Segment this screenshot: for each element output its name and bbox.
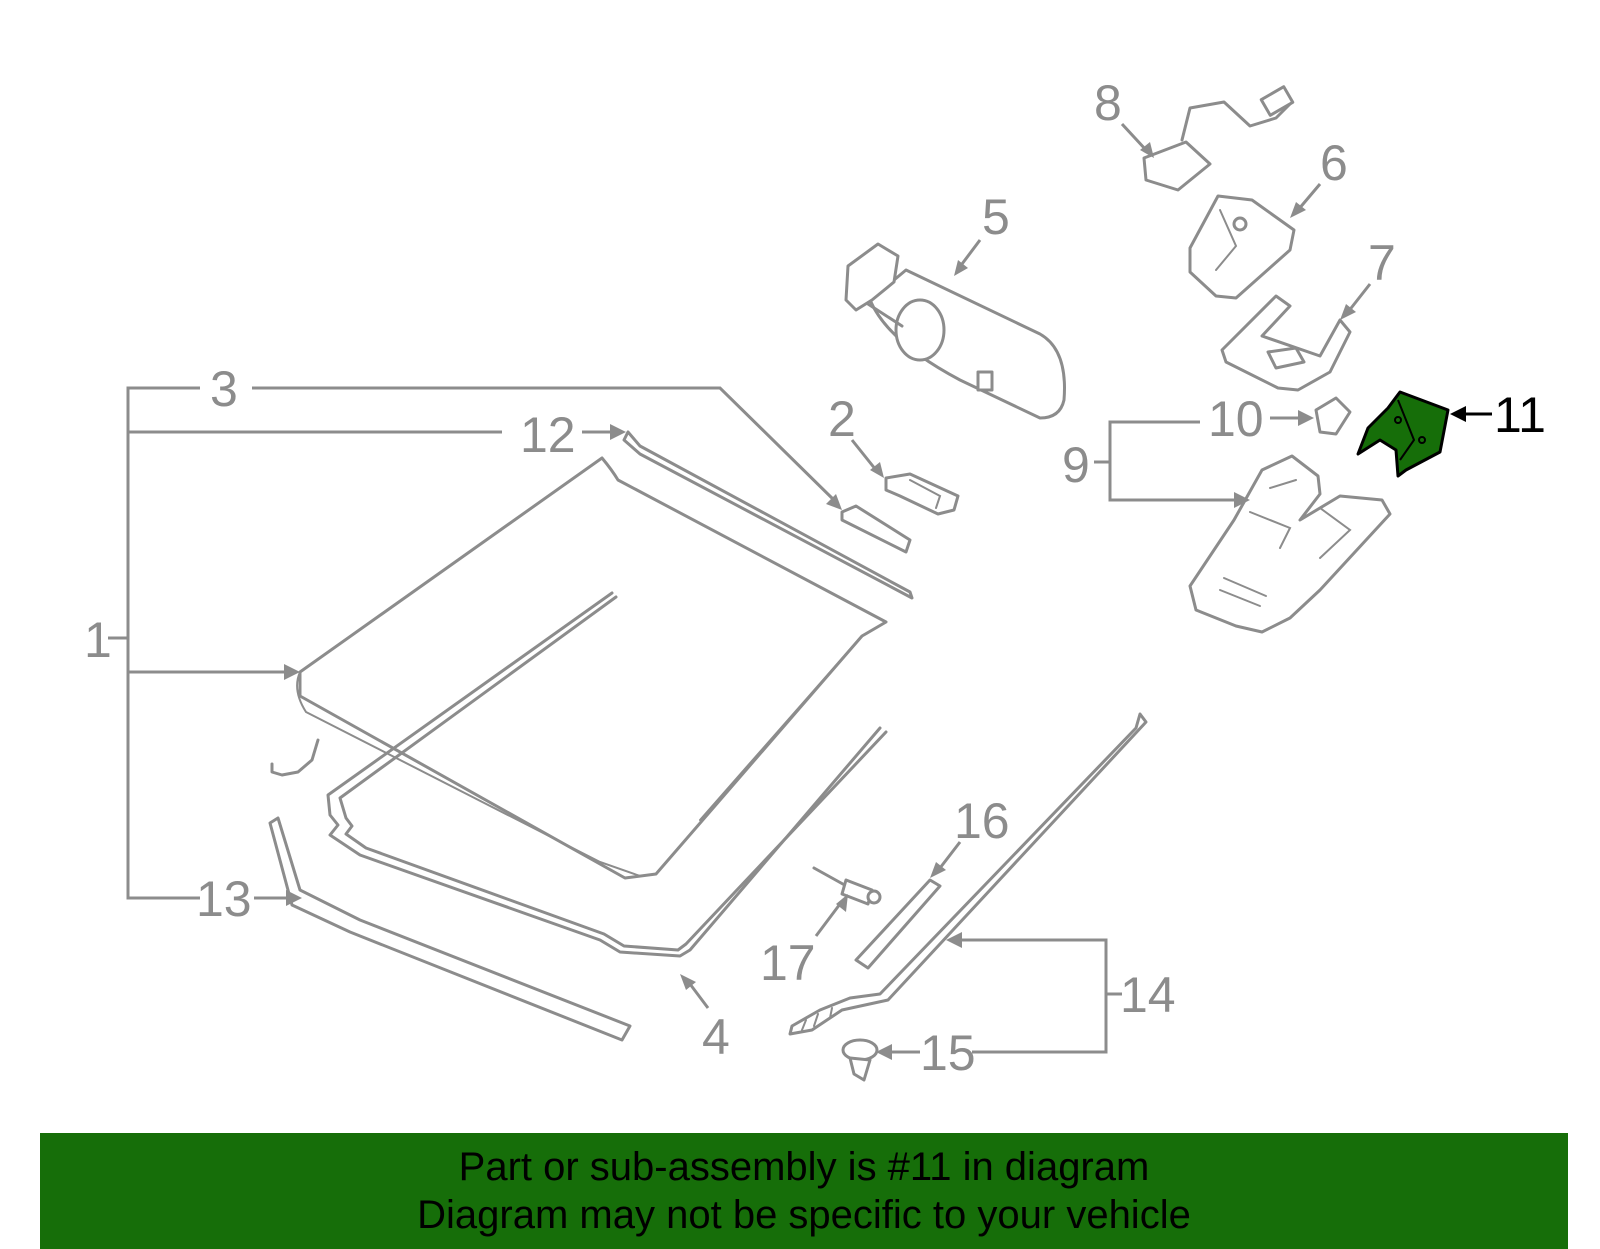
sensor-housing	[1188, 194, 1296, 300]
parts-diagram: 1 2 3 4 5 6 7 8 9 10 11 12 13 14 15 16 1…	[84, 75, 1546, 1082]
pad-part-3	[840, 504, 912, 554]
rearview-mirror	[844, 242, 1066, 420]
clip-part-10	[1314, 396, 1352, 436]
banner-line-2: Diagram may not be specific to your vehi…	[417, 1193, 1191, 1237]
pillar-molding	[788, 712, 1148, 1036]
highlighted-part-11	[1356, 390, 1450, 478]
camera-cover	[1188, 454, 1392, 634]
rain-sensor	[1142, 85, 1295, 192]
callout-3: 3	[210, 361, 238, 417]
callout-1: 1	[84, 612, 112, 668]
callout-15: 15	[920, 1025, 976, 1081]
info-banner: Part or sub-assembly is #11 in diagram D…	[40, 1133, 1568, 1249]
leader-line-11	[1450, 406, 1492, 422]
callout-13: 13	[196, 871, 252, 927]
bracket-part-2	[884, 472, 960, 516]
callout-6: 6	[1320, 135, 1348, 191]
callout-10: 10	[1208, 391, 1264, 447]
callout-12: 12	[520, 407, 576, 463]
leader-lines	[108, 122, 1372, 1060]
callout-2: 2	[828, 391, 856, 447]
windshield-seal	[326, 591, 888, 958]
retainer-pin	[812, 866, 882, 906]
callout-4: 4	[702, 1009, 730, 1065]
callout-17: 17	[760, 935, 816, 991]
callout-5: 5	[982, 189, 1010, 245]
callout-16: 16	[954, 793, 1010, 849]
callout-9: 9	[1062, 437, 1090, 493]
mounting-bracket-7	[1220, 294, 1352, 392]
windshield-glass	[270, 456, 888, 880]
trim-strip	[854, 878, 942, 970]
upper-molding-strip	[622, 430, 914, 600]
callout-11: 11	[1494, 387, 1546, 443]
callout-14: 14	[1120, 967, 1176, 1023]
push-clip	[841, 1038, 879, 1082]
callout-7: 7	[1368, 235, 1396, 291]
banner-line-1: Part or sub-assembly is #11 in diagram	[458, 1145, 1150, 1189]
callout-8: 8	[1094, 75, 1122, 131]
callout-labels: 1 2 3 4 5 6 7 8 9 10 11 12 13 14 15 16 1…	[84, 75, 1546, 1081]
lower-molding-strip	[268, 816, 632, 1042]
